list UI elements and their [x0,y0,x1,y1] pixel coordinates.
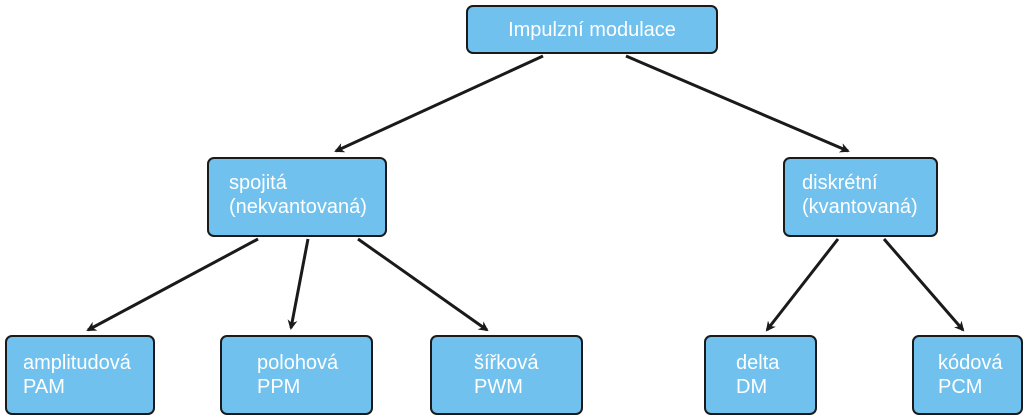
node-label: diskrétní [802,172,878,194]
node-abbreviation: DM [736,376,768,398]
node-ppm: polohová PPM [220,335,373,415]
arrow-discrete-to-dm [765,238,840,332]
node-label: spojitá [229,172,287,194]
arrow-continuous-to-ppm [287,238,310,330]
node-label: amplitudová [23,352,131,374]
node-discrete: diskrétní (kvantovaná) [783,157,938,237]
node-pcm: kódová PCM [912,335,1023,415]
node-label: Impulzní modulace [508,18,676,41]
node-sublabel: (nekvantovaná) [229,196,367,218]
node-abbreviation: PWM [474,376,523,398]
node-label: delta [736,352,780,374]
node-sublabel: (kvantovaná) [802,196,918,218]
node-abbreviation: PCM [938,376,983,398]
arrow-root-to-continuous [334,54,544,153]
arrow-discrete-to-pcm [882,238,965,332]
arrow-continuous-to-pwm [357,237,489,332]
node-continuous: spojitá (nekvantovaná) [207,157,387,237]
arrow-root-to-discrete [625,54,850,153]
node-label: kódová [938,352,1003,374]
node-pwm: šířková PWM [430,335,583,415]
node-impulse-modulation: Impulzní modulace [466,5,718,54]
node-label: šířková [474,352,539,374]
arrow-continuous-to-pam [86,237,259,332]
node-label: polohová [257,352,339,374]
node-pam: amplitudová PAM [5,335,155,415]
node-dm: delta DM [704,335,817,415]
node-abbreviation: PPM [257,376,301,398]
node-abbreviation: PAM [23,376,65,398]
